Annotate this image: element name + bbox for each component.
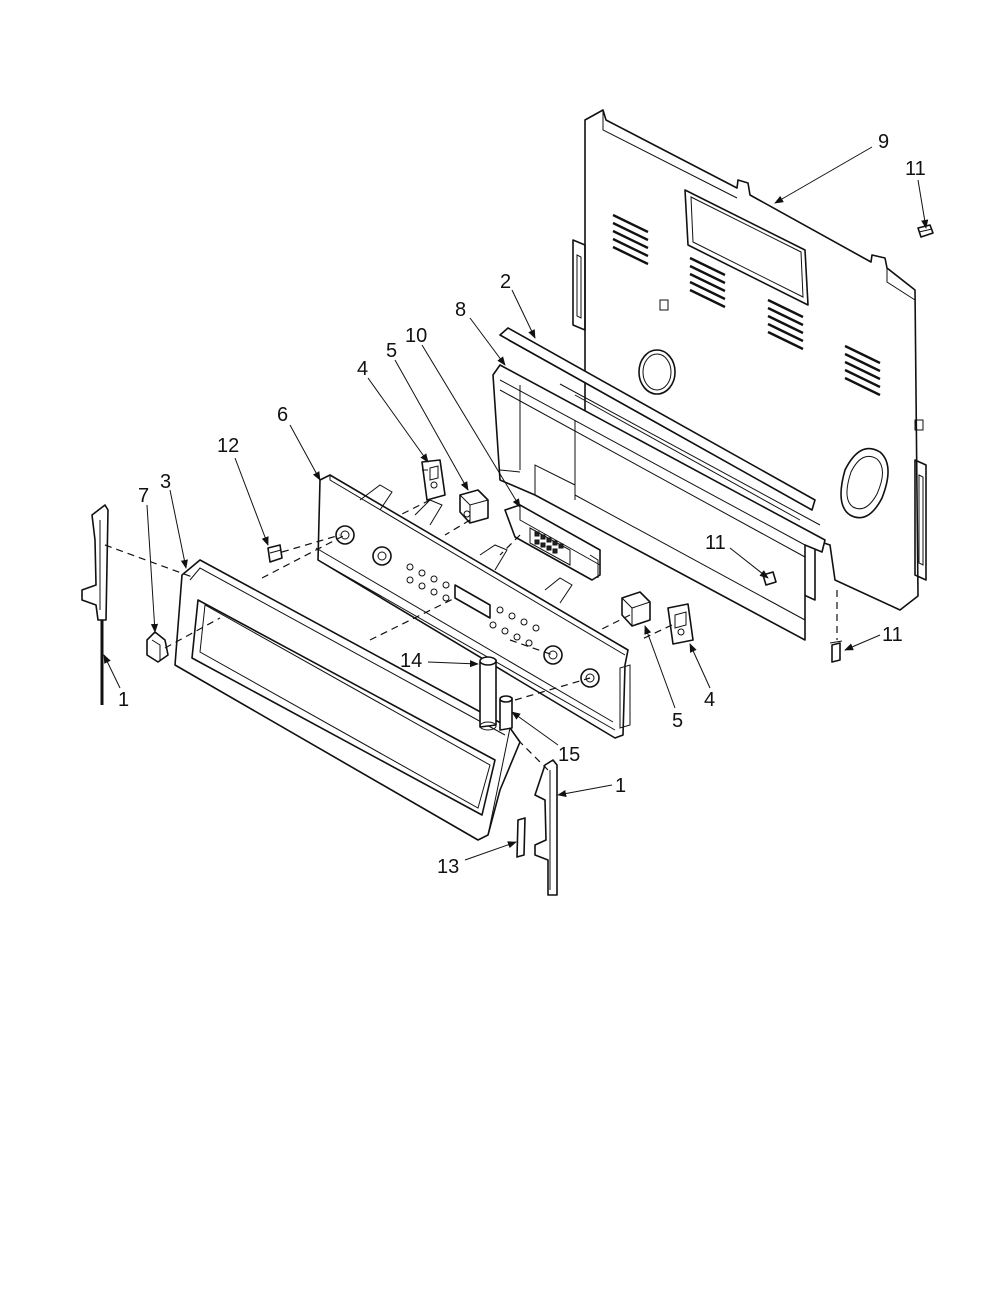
- end-cap-right: [534, 759, 558, 896]
- callout-1: 1: [615, 775, 626, 797]
- callout-8: 8: [455, 299, 466, 321]
- control-panel-trim: [174, 559, 521, 841]
- infinite-switch-upper: [421, 459, 446, 501]
- callout-5: 5: [672, 710, 683, 732]
- standoff-14: [479, 656, 497, 731]
- screw-12: [267, 544, 283, 563]
- switch-knob-upper: [459, 489, 489, 524]
- control-panel-support-bracket: [492, 327, 826, 641]
- callout-4: 4: [357, 358, 368, 380]
- callout-4: 4: [704, 689, 715, 711]
- callout-5: 5: [386, 340, 397, 362]
- callout-11: 11: [882, 624, 903, 646]
- callout-6: 6: [277, 404, 288, 426]
- infinite-switch-lower: [667, 603, 694, 645]
- switch-knob-lower: [621, 591, 651, 627]
- clip-13: [516, 817, 526, 858]
- electronic-control-board: [504, 504, 601, 581]
- end-cap-left: [81, 504, 109, 705]
- callout-12: 12: [217, 435, 239, 457]
- assembly-lines: [104, 499, 838, 771]
- screw-11-middle: [762, 571, 777, 586]
- callout-10: 10: [405, 325, 427, 347]
- callout-11: 11: [705, 532, 726, 554]
- callout-11: 11: [905, 158, 926, 180]
- leader-lines: [103, 146, 929, 861]
- callout-13: 13: [437, 856, 459, 878]
- standoff-15: [499, 695, 513, 731]
- callout-1: 1: [118, 689, 129, 711]
- callout-14: 14: [400, 650, 422, 672]
- callout-7: 7: [138, 485, 149, 507]
- callout-2: 2: [500, 271, 511, 293]
- callout-3: 3: [160, 471, 171, 493]
- callout-labels: 9 11 2 8 10 5 4 6 12 7 3 11 11 1 14 5 4 …: [118, 131, 926, 878]
- control-knob: [146, 631, 169, 663]
- control-panel: [315, 474, 631, 739]
- screw-11-lower: [829, 640, 843, 663]
- callout-9: 9: [878, 131, 889, 153]
- callout-15: 15: [558, 744, 580, 766]
